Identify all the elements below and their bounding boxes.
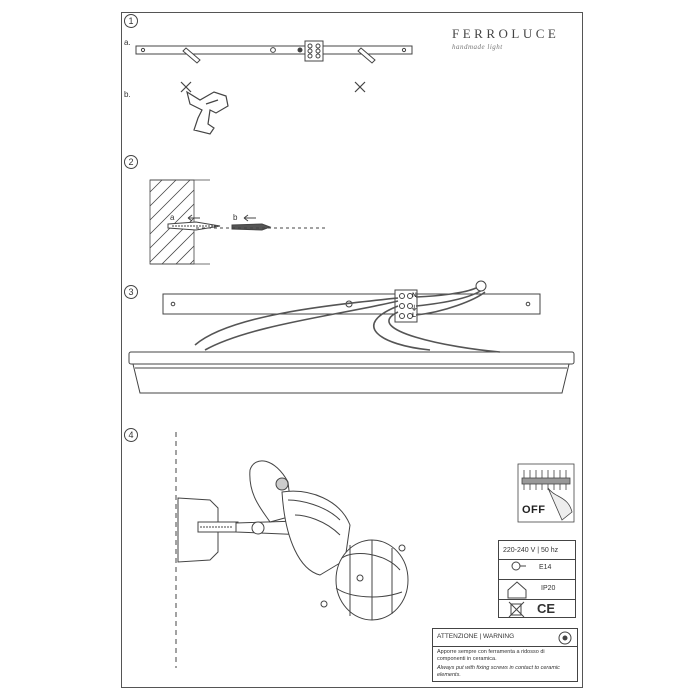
switch-off-label: OFF — [522, 504, 546, 516]
indoor-house-icon — [507, 581, 527, 599]
weee-bin-icon — [508, 601, 525, 618]
step1-mounting-screws — [182, 47, 376, 64]
step3-wire-sleeve — [475, 280, 487, 292]
step-number-3: 3 — [124, 285, 138, 299]
step3-wires — [194, 287, 501, 353]
spec-voltage: 220-240 V | 50 hz — [503, 547, 559, 554]
step2-wall-section — [149, 179, 210, 265]
warning-title: ATTENZIONE | WARNING — [437, 633, 515, 640]
step1-drill-marks — [180, 81, 366, 93]
step4-lamp-drawing — [175, 432, 409, 668]
warning-box: ATTENZIONE | WARNING Apporre sempre con … — [432, 628, 578, 682]
info-icon — [558, 631, 572, 645]
brand-name: FERROLUCE — [452, 26, 560, 41]
ce-mark: CE — [537, 601, 556, 616]
warning-text-italian: Apporre sempre con ferramenta a ridosso … — [437, 649, 545, 662]
step1-sub-label-b: b. — [124, 90, 131, 99]
drill-icon — [186, 90, 229, 135]
step-number-4: 4 — [124, 428, 138, 442]
terminal-label-ground: ⏚ — [411, 305, 418, 312]
step1-mounting-bracket — [135, 40, 413, 62]
spec-divider — [499, 579, 575, 580]
step2-wall-plug-and-screw — [167, 214, 325, 231]
step1-sub-label-a: a. — [124, 38, 131, 47]
spec-protection: IP20 — [541, 585, 556, 592]
step-number-2: 2 — [124, 155, 138, 169]
warning-text-english: Always put with fixing screws in contact… — [437, 665, 560, 678]
brand-tagline: handmade light — [452, 43, 503, 51]
spec-divider — [499, 559, 575, 560]
spec-socket: E14 — [539, 564, 552, 571]
warning-divider — [433, 646, 577, 647]
spec-divider — [499, 599, 575, 600]
terminal-label-neutral: N — [412, 292, 417, 299]
bulb-icon — [511, 561, 526, 571]
switch-off-icon — [517, 463, 575, 523]
step-number-1: 1 — [124, 14, 138, 28]
step2-sub-label-a: a — [170, 213, 175, 222]
spec-box: 220-240 V | 50 hz E14 IP20 CE — [498, 540, 576, 618]
terminal-label-live: L — [412, 312, 416, 319]
step2-sub-label-b: b — [233, 213, 238, 222]
step3-bracket-and-canopy — [128, 289, 575, 394]
